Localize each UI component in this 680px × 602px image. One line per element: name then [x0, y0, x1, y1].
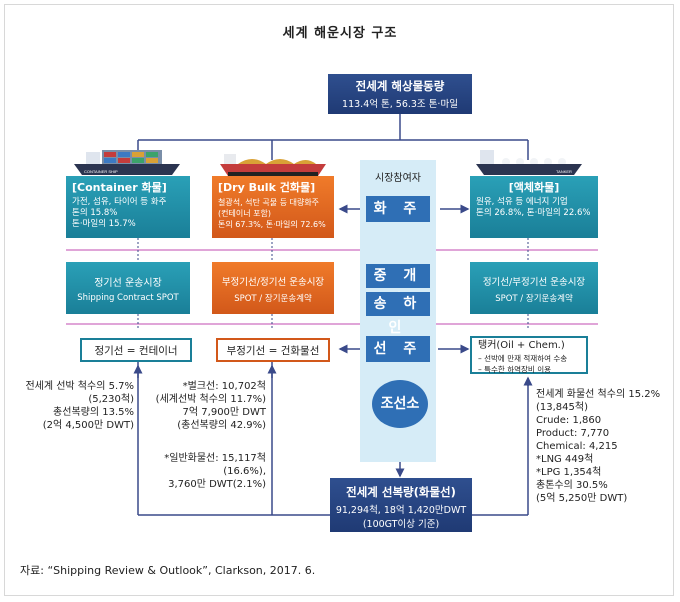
world-seaborne-trade-title: 전세계 해상물동량 — [355, 79, 445, 93]
container-stat-4: (2억 4,500만 DWT) — [42, 420, 134, 431]
bulk-cargo-line-3: 톤의 67.3%, 톤·마일의 72.6% — [218, 220, 326, 229]
bulk-carrier-icon — [220, 154, 326, 176]
liquid-stat-8: 총톤수의 30.5% — [536, 480, 608, 491]
bulk-stats-2: *일반화물선: 15,117척 (16.6%), 3,760만 DWT(2.1%… — [150, 452, 266, 491]
liquid-stat-1: 전세계 화물선 척수의 15.2% — [536, 389, 661, 400]
diagram-title: 세계 해운시장 구조 — [282, 26, 398, 41]
shipowner-label: 선 주 — [366, 336, 430, 362]
cargo-owner-label: 화 주 — [366, 196, 430, 222]
shipyard-circle: 조선소 — [372, 380, 428, 428]
bulk-cargo-title: [Dry Bulk 건화물] — [218, 181, 316, 194]
liquid-cargo-line-2: 톤의 26.8%, 톤·마일의 22.6% — [476, 208, 591, 218]
liner-container-box: 정기선 = 컨테이너 — [80, 338, 192, 362]
bulk-market-box: 부정기선/정기선 운송시장 SPOT / 장기운송계약 — [212, 262, 334, 314]
tramp-bulk-box: 부정기선 = 건화물선 — [216, 338, 330, 362]
liquid-stat-7: *LPG 1,354척 — [536, 467, 602, 478]
container-stat-3: 총선복량의 13.5% — [53, 407, 134, 418]
world-fleet-box: 전세계 선복량(화물선) 91,294척, 18억 1,420만DWT (100… — [330, 478, 472, 532]
general-cargo-stat-1: *일반화물선: 15,117척 — [164, 453, 266, 464]
liquid-stat-3: Crude: 1,860 — [536, 415, 602, 426]
container-ship-icon: CONTAINER SHIP — [74, 150, 180, 175]
tanker-box: 탱커(Oil + Chem.) – 선박에 만재 적재하여 수송 – 특수한 하… — [470, 336, 588, 374]
liquid-stat-4: Product: 7,770 — [536, 428, 610, 439]
liquid-cargo-line-1: 원유, 석유 등 에너지 기업 — [476, 197, 568, 207]
container-stat-2: (5,230척) — [88, 394, 134, 405]
container-cargo-line-2: 톤의 15.8% — [72, 208, 118, 218]
tanker-label: TANKER — [556, 169, 572, 174]
world-seaborne-trade-box: 전세계 해상물동량 113.4억 톤, 56.3조 톤·마일 — [328, 74, 472, 114]
tanker-type-title: 탱커(Oil + Chem.) — [478, 339, 565, 351]
tanker-icon: TANKER — [476, 150, 582, 175]
general-cargo-stat-3: 3,760만 DWT(2.1%) — [168, 479, 266, 490]
liquid-cargo-box: [액체화물] 원유, 석유 등 에너지 기업 톤의 26.8%, 톤·마일의 2… — [470, 176, 598, 238]
container-stats: 전세계 선박 척수의 5.7% (5,230척) 총선복량의 13.5% (2억… — [14, 380, 134, 432]
bulk-stat-3: 7억 7,900만 DWT — [182, 407, 266, 418]
bulk-stat-2: (세계선박 척수의 11.7%) — [155, 394, 266, 405]
world-fleet-value: 91,294척, 18억 1,420만DWT — [335, 505, 467, 516]
liquid-cargo-title: [액체화물] — [508, 181, 560, 194]
bulk-market-sub: SPOT / 장기운송계약 — [234, 294, 312, 304]
liquid-stat-6: *LNG 449척 — [536, 454, 594, 465]
bulk-market-title: 부정기선/정기선 운송시장 — [221, 277, 325, 288]
bulk-stat-1: *벌크선: 10,702척 — [182, 381, 266, 392]
container-cargo-title: [Container 화물] — [72, 181, 167, 194]
container-cargo-line-1: 가전, 섬유, 타이어 등 화주 — [72, 197, 167, 207]
shipyard-label: 조선소 — [380, 396, 420, 412]
bulk-stat-4: (총선복량의 42.9%) — [177, 420, 266, 431]
bulk-cargo-line-1: 철광석, 석탄 곡물 등 대량화주 — [218, 198, 320, 207]
bulk-cargo-line-2: (컨테이너 포함) — [218, 209, 271, 218]
container-cargo-box: [Container 화물] 가전, 섬유, 타이어 등 화주 톤의 15.8%… — [66, 176, 190, 238]
container-market-sub: Shipping Contract SPOT — [77, 293, 179, 303]
bulk-cargo-box: [Dry Bulk 건화물] 철광석, 석탄 곡물 등 대량화주 (컨테이너 포… — [212, 176, 334, 238]
tanker-note-1: – 선박에 만재 적재하여 수송 — [478, 353, 568, 363]
liquid-stat-5: Chemical: 4,215 — [536, 441, 618, 452]
container-market-title: 정기선 운송시장 — [94, 278, 162, 289]
bulk-stats-1: *벌크선: 10,702척 (세계선박 척수의 11.7%) 7억 7,900만… — [150, 380, 266, 432]
liquid-market-title: 정기선/부정기선 운송시장 — [482, 277, 586, 288]
source-caption: 자료: “Shipping Review & Outlook”, Clarkso… — [20, 564, 316, 577]
world-fleet-note: (100GT이상 기준) — [362, 519, 440, 530]
broker-label: 중 개 인 — [366, 264, 430, 308]
general-cargo-stat-2: (16.6%), — [223, 466, 266, 477]
shipper-label: 송 하 인 — [366, 292, 430, 336]
market-participants-header: 시장참여자 — [375, 173, 421, 184]
world-fleet-title: 전세계 선복량(화물선) — [346, 485, 456, 499]
liquid-stat-2: (13,845척) — [536, 402, 588, 413]
container-market-box: 정기선 운송시장 Shipping Contract SPOT — [66, 262, 190, 314]
tanker-note-2: – 특수한 하역장비 이용 — [478, 364, 552, 374]
world-seaborne-trade-value: 113.4억 톤, 56.3조 톤·마일 — [342, 99, 458, 110]
container-cargo-line-3: 톤·마일의 15.7% — [72, 219, 136, 229]
liquid-market-box: 정기선/부정기선 운송시장 SPOT / 장기운송계약 — [470, 262, 598, 314]
liquid-stats: 전세계 화물선 척수의 15.2% (13,845척) Crude: 1,860… — [536, 388, 672, 505]
container-ship-label: CONTAINER SHIP — [84, 169, 118, 174]
figure-frame — [4, 4, 674, 596]
liquid-market-sub: SPOT / 장기운송계약 — [495, 294, 573, 304]
liquid-stat-9: (5억 5,250만 DWT) — [536, 493, 628, 504]
container-stat-1: 전세계 선박 척수의 5.7% — [25, 381, 134, 392]
